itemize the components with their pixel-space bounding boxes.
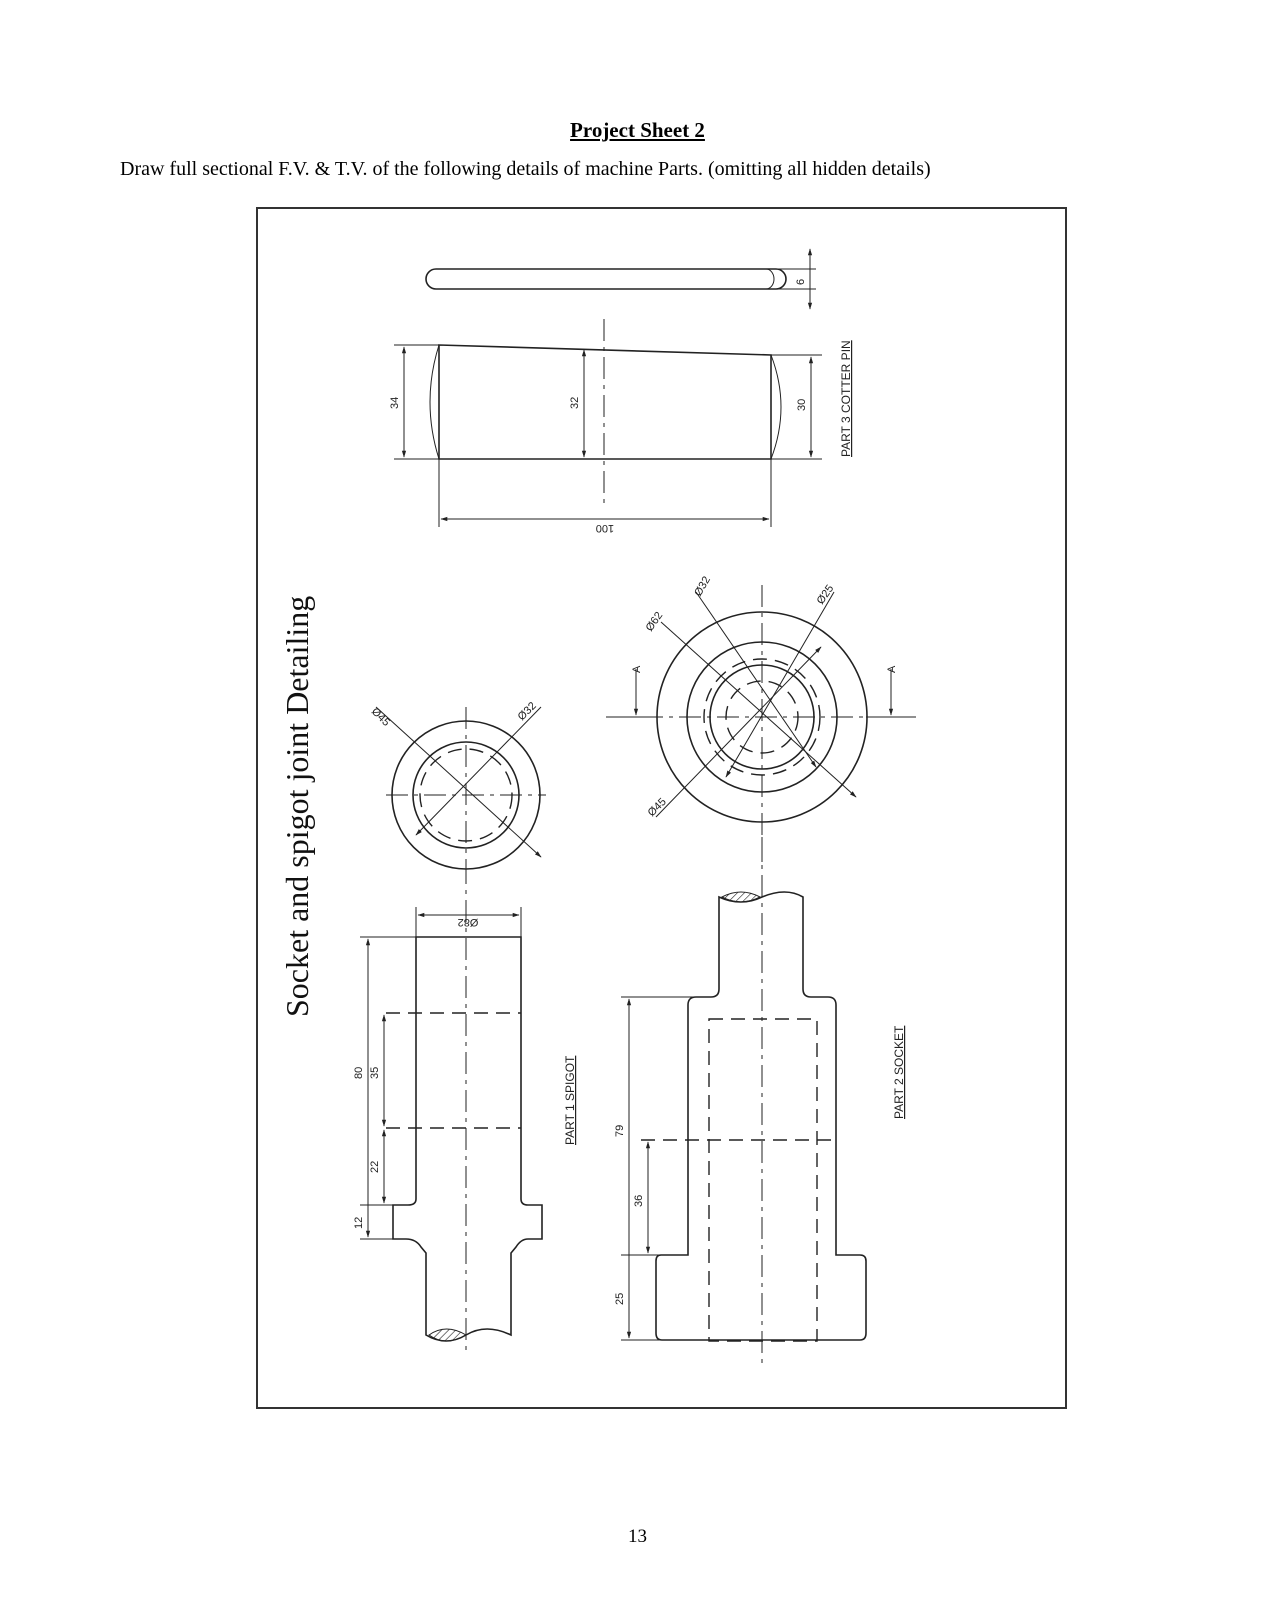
drawing-title: Socket and spigot joint Detailing <box>279 596 315 1017</box>
drawing-frame <box>256 207 1067 1409</box>
cotter-length-dim: 100 <box>596 522 614 534</box>
spigot-diameter-dim: Ø82 <box>458 916 479 928</box>
cotter-right-width-dim: 30 <box>796 399 808 411</box>
cotter-pin-front-view <box>394 319 822 527</box>
socket-mid-dim: 36 <box>633 1195 645 1207</box>
socket-label: PART 2 SOCKET <box>892 1025 906 1119</box>
drawing-canvas: 6 34 32 30 100 PART 3 COTTER PIN Socket … <box>256 207 1067 1409</box>
page-title: Project Sheet 2 <box>570 118 705 142</box>
spigot-upper-dim: 35 <box>369 1067 381 1079</box>
spigot-collar-dim: 12 <box>353 1217 365 1229</box>
cotter-pin-label: PART 3 COTTER PIN <box>839 340 853 457</box>
socket-overall-dim: 79 <box>614 1125 626 1137</box>
spigot-overall-dim: 80 <box>353 1067 365 1079</box>
spigot-front-view <box>360 862 543 1352</box>
cotter-left-width-dim: 34 <box>389 397 401 409</box>
section-mark-right: A <box>886 665 898 673</box>
socket-base-dim: 25 <box>614 1293 626 1305</box>
spigot-label: PART 1 SPIGOT <box>563 1055 577 1145</box>
section-mark-left: A <box>631 665 643 673</box>
instruction-text: Draw full sectional F.V. & T.V. of the f… <box>120 158 931 180</box>
cotter-pin-top-view <box>425 248 816 310</box>
cotter-middle-width-dim: 32 <box>569 397 581 409</box>
cotter-thickness-dim: 6 <box>795 279 807 285</box>
page-number: 13 <box>628 1526 647 1547</box>
technical-drawing: 6 34 32 30 100 PART 3 COTTER PIN Socket … <box>256 207 1067 1409</box>
socket-top-view <box>606 585 916 862</box>
spigot-lower-dim: 22 <box>369 1161 381 1173</box>
socket-front-view <box>621 837 867 1367</box>
